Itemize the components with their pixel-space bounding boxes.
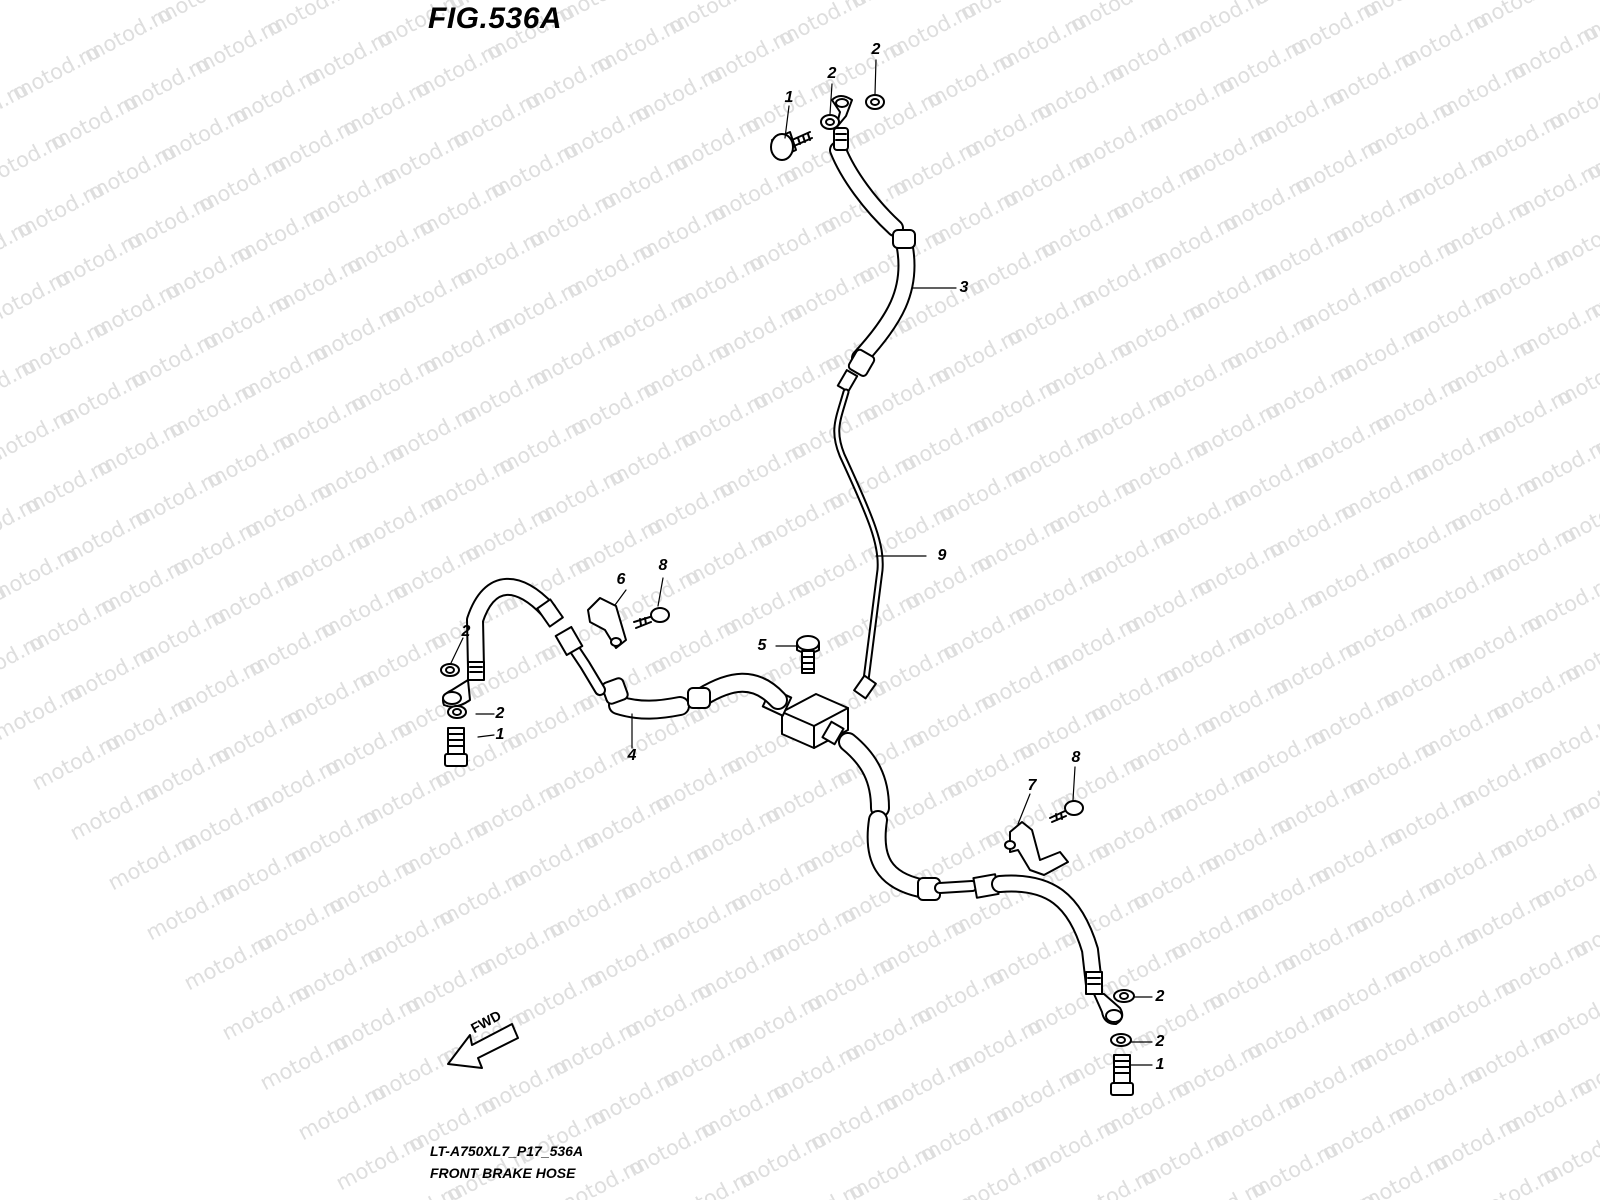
left-brake-hose	[466, 577, 788, 720]
clamp-bolt-left	[633, 607, 670, 629]
callout-2-left-b: 2	[495, 705, 505, 722]
banjo-fitting-right	[1093, 993, 1124, 1025]
model-code: LT-A750XL7_P17_536A	[430, 1143, 584, 1159]
callout-8-left: 8	[658, 557, 668, 574]
upper-brake-hose	[829, 127, 916, 393]
fwd-arrow-icon	[447, 1023, 519, 1069]
union-bolt-left	[444, 727, 468, 767]
hose-clamp-left	[587, 597, 627, 649]
callout-2-top-a: 2	[827, 65, 837, 82]
clamp-bolt-right	[1049, 800, 1084, 823]
callout-1-top: 1	[784, 89, 794, 106]
union-bolt-top	[770, 131, 813, 161]
callout-2-left-a: 2	[461, 623, 471, 640]
callout-2-right-b: 2	[1155, 1033, 1165, 1050]
diagram-caption: FRONT BRAKE HOSE	[430, 1165, 576, 1181]
callout-9: 9	[937, 547, 947, 564]
hose-clamp-right	[1004, 821, 1069, 876]
callout-8-right: 8	[1071, 749, 1081, 766]
figure-title: FIG.536A	[428, 2, 563, 35]
banjo-fitting-left	[442, 679, 471, 708]
leader-lines	[450, 59, 1153, 1066]
callout-3: 3	[959, 279, 969, 296]
banjo-fitting-top	[831, 95, 853, 129]
callout-4: 4	[627, 747, 637, 764]
callout-1-left: 1	[495, 726, 505, 743]
callout-2-top-b: 2	[871, 41, 881, 58]
brake-pipe	[833, 388, 884, 700]
callout-5: 5	[757, 637, 767, 654]
junction-bolt	[796, 635, 820, 674]
callout-6: 6	[616, 571, 626, 588]
callout-2-right-a: 2	[1155, 988, 1165, 1005]
callout-1-right: 1	[1155, 1056, 1165, 1073]
right-brake-hose	[821, 720, 1103, 995]
callout-7: 7	[1027, 777, 1037, 794]
union-bolt-right	[1110, 1054, 1134, 1096]
